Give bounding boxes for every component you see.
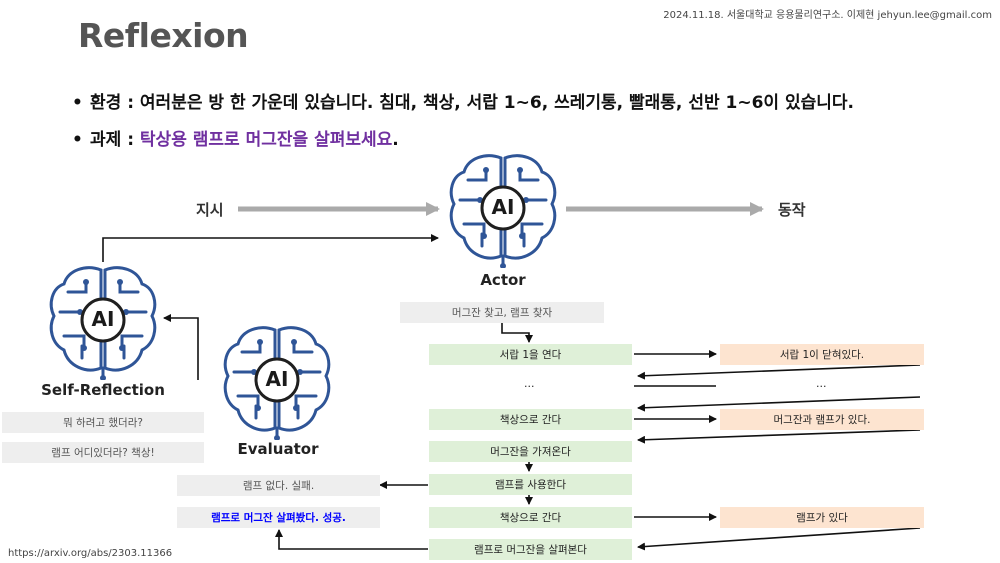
observation-arrow <box>637 429 921 444</box>
task-label: 과제 : <box>90 130 140 150</box>
actor-ai-text: AI <box>491 195 515 219</box>
input-label: 지시 <box>196 201 224 219</box>
self-reflection-ai-text: AI <box>91 307 115 331</box>
header-info: 2024.11.18. 서울대학교 응용물리연구소. 이제현 jehyun.le… <box>663 10 992 21</box>
bullet-dot: • <box>72 93 83 113</box>
reference-url: https://arxiv.org/abs/2303.11366 <box>8 548 173 559</box>
observation-box: 램프가 있다 <box>720 507 924 528</box>
task-bullet: • 과제 : 탁상용 램프로 머그잔을 살펴보세요. <box>72 125 399 150</box>
action-box: 램프를 사용한다 <box>429 474 632 495</box>
reflection-note: 램프 어디있더라? 책상! <box>2 442 204 463</box>
reflection-note: 뭐 하려고 했더라? <box>2 412 204 433</box>
evaluation-failure: 램프 없다. 실패. <box>177 475 380 496</box>
self-reflection-label: Self-Reflection <box>41 381 165 399</box>
action-box: 머그잔을 가져온다 <box>429 441 632 462</box>
observation-arrow <box>637 364 921 380</box>
evaluation-success: 램프로 머그잔 살펴봤다. 성공. <box>177 507 380 528</box>
task-end: . <box>392 130 399 150</box>
output-label: 동작 <box>778 201 806 219</box>
env-label: 환경 : <box>90 93 140 113</box>
bullet-dot: • <box>72 130 83 150</box>
actor-brain-icon <box>449 154 557 268</box>
observation-arrow <box>637 396 921 412</box>
actor-label: Actor <box>480 271 526 289</box>
action-box: 책상으로 간다 <box>429 409 632 430</box>
evaluator-to-reflection-arrow <box>163 314 199 380</box>
self-reflection-brain-icon <box>49 266 157 380</box>
evaluator-ai-text: AI <box>265 367 289 391</box>
environment-bullet: • 환경 : 여러분은 방 한 가운데 있습니다. 침대, 책상, 서랍 1~6,… <box>72 88 854 113</box>
thought-to-action-arrow <box>501 323 533 343</box>
observation-ellipsis: ... <box>816 377 827 390</box>
observation-arrow <box>637 527 921 551</box>
page-title: Reflexion <box>78 16 249 55</box>
reflection-to-actor-arrow <box>102 234 439 262</box>
env-text: 여러분은 방 한 가운데 있습니다. 침대, 책상, 서랍 1~6, 쓰레기통,… <box>139 93 854 113</box>
action-box: 서랍 1을 연다 <box>429 344 632 365</box>
actor-thought-box: 머그잔 찾고, 램프 찾자 <box>400 302 604 323</box>
evaluator-brain-icon <box>223 326 331 440</box>
evaluator-label: Evaluator <box>237 440 319 458</box>
observation-box: 머그잔과 램프가 있다. <box>720 409 924 430</box>
action-ellipsis: ... <box>524 377 535 390</box>
action-box: 책상으로 간다 <box>429 507 632 528</box>
observation-box: 서랍 1이 닫혀있다. <box>720 344 924 365</box>
success-arrow <box>275 529 428 550</box>
action-box: 램프로 머그잔을 살펴본다 <box>429 539 632 560</box>
task-text: 탁상용 램프로 머그잔을 살펴보세요 <box>139 130 393 150</box>
